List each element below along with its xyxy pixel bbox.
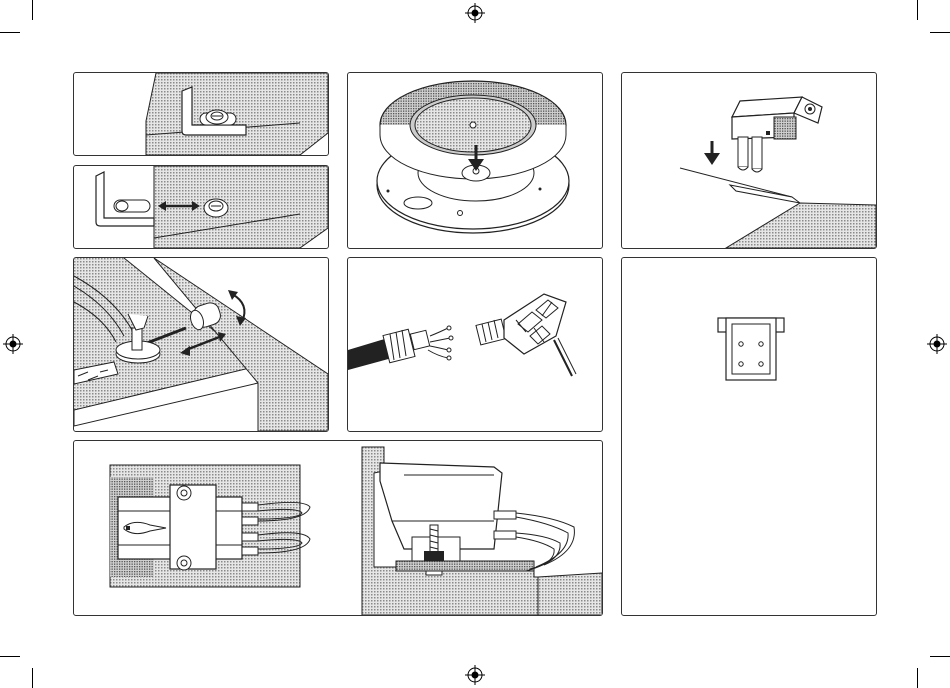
crop-mark-top-right-h [930,32,950,33]
crop-mark-top-left [32,0,33,20]
crop-mark-bottom-left [32,668,33,688]
crop-mark-top-right [917,0,918,20]
crop-mark-top-left-h [0,32,20,33]
panel-bracket-detach [73,165,329,249]
panel-counterweight [73,257,329,432]
panel-platter-placement [347,72,603,249]
registration-mark-bottom [465,665,485,685]
crop-mark-bottom-left-h [0,656,20,657]
panel-cartridge-insert [621,72,877,249]
counterweight-icon [74,258,328,431]
bracket-removal-icon [74,166,328,248]
platter-icon [348,73,602,248]
panel-bracket-screw [73,72,329,156]
panel-cartridge-mount [73,440,603,616]
crop-mark-bottom-right-h [930,656,950,657]
template-icon [622,258,876,615]
headshell-icon [348,258,602,431]
cartridge-mount-icon [74,441,602,615]
registration-mark-top [465,3,485,23]
registration-mark-left [3,334,23,354]
registration-mark-right [927,334,947,354]
stylus-guard-icon [622,73,876,248]
panel-headshell-connect [347,257,603,432]
crop-mark-bottom-right [917,668,918,688]
panel-alignment-template [621,257,877,616]
l-bracket-screw-icon [74,73,328,155]
